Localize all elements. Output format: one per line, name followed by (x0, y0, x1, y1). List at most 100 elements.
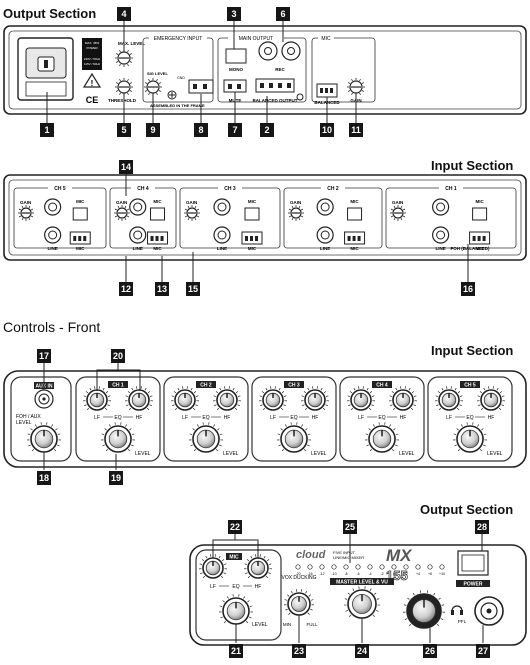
front-channel-label: CH 1 (112, 383, 124, 389)
rear-mic-terminal[interactable] (344, 231, 366, 245)
callout-badge: 9 (146, 123, 160, 137)
vox-ducking-knob[interactable] (284, 589, 314, 616)
rear-line-jack[interactable] (316, 198, 334, 216)
foh-aux-level-knob[interactable] (27, 422, 61, 453)
callout-badge: 24 (355, 644, 369, 658)
front-level-knob[interactable] (277, 422, 311, 453)
front-level-label: LEVEL (399, 451, 415, 457)
rear-line-jack[interactable] (129, 198, 147, 216)
svg-text:13: 13 (157, 284, 167, 294)
front-eq-label: EQ (466, 415, 473, 421)
front-level-knob[interactable] (365, 422, 399, 453)
vu-led (295, 564, 301, 570)
rear-mic-switch[interactable] (72, 207, 88, 221)
rca-rec-right[interactable] (281, 41, 301, 61)
front-channel-label: CH 4 (376, 383, 388, 389)
rear-line-label: LINE (217, 246, 227, 251)
rear-gain-trim-knob[interactable] (184, 205, 200, 221)
rear-mic-terminal-label: MIC (153, 246, 162, 251)
rear-mic-switch[interactable] (244, 207, 260, 221)
svg-text:3: 3 (231, 9, 236, 19)
mic-lf-knob[interactable] (199, 554, 227, 579)
rear-mic-switch[interactable] (347, 207, 363, 221)
svg-text:4: 4 (121, 9, 126, 19)
svg-text:7: 7 (232, 125, 237, 135)
warning-icon: ! (82, 72, 102, 88)
front-level-knob[interactable] (101, 422, 135, 453)
svg-text:5: 5 (121, 125, 126, 135)
power-switch[interactable] (457, 550, 489, 576)
mic-balanced-terminal[interactable] (316, 83, 338, 98)
rear-line-jack-lower[interactable] (316, 226, 334, 244)
mic-gain-trim-knob[interactable] (347, 78, 365, 96)
iec-power-socket[interactable] (17, 37, 74, 101)
rear-line-label: LINE (435, 246, 445, 251)
rear-line-jack-lower[interactable] (213, 226, 231, 244)
max-level-trim-knob[interactable] (115, 49, 133, 67)
model-desc-1: FIVE INPUT (333, 550, 356, 555)
front-hf-label: HF (224, 415, 231, 421)
master-level-knob[interactable] (344, 586, 380, 619)
front-hf-knob[interactable] (213, 386, 241, 411)
rear-gain-trim-knob[interactable] (288, 205, 304, 221)
front-channel-label: CH 3 (288, 383, 300, 389)
front-hf-knob[interactable] (389, 386, 417, 411)
svg-text:115V / 60Hz: 115V / 60Hz (84, 62, 101, 66)
model-desc-2: LINE/MIC MIXER (333, 555, 364, 560)
rear-gain-trim-knob[interactable] (390, 205, 406, 221)
rear-line-jack[interactable] (432, 198, 450, 216)
svg-text:9: 9 (150, 125, 155, 135)
front-lf-knob[interactable] (259, 386, 287, 411)
front-lf-knob[interactable] (171, 386, 199, 411)
rca-rec-left[interactable] (258, 41, 278, 61)
rear-gain-label: GAIN (116, 200, 127, 205)
front-hf-knob[interactable] (477, 386, 505, 411)
aux-in-jack[interactable] (34, 389, 54, 409)
front-level-knob[interactable] (189, 422, 223, 453)
rear-mic-terminal[interactable] (241, 231, 263, 245)
callout-badge: 3 (227, 7, 241, 21)
headphone-jack[interactable] (474, 596, 504, 626)
rear-gain-trim-knob[interactable] (18, 205, 34, 221)
front-lf-knob[interactable] (83, 386, 111, 411)
front-level-label: LEVEL (135, 451, 151, 457)
mute-terminal[interactable] (223, 79, 247, 93)
rear-line-jack-lower[interactable] (44, 226, 62, 244)
emergency-input-terminal[interactable] (188, 79, 214, 94)
rear-mic-terminal[interactable] (469, 231, 491, 245)
rear-gain-trim-knob[interactable] (114, 205, 130, 221)
rear-mic-switch[interactable] (472, 207, 488, 221)
threshold-trim-knob[interactable] (115, 78, 133, 96)
vu-scale-label: -10 (331, 572, 336, 576)
mono-switch[interactable] (225, 48, 247, 64)
front-lf-knob[interactable] (347, 386, 375, 411)
vu-led (367, 564, 373, 570)
mic-level-knob[interactable] (219, 594, 253, 625)
callout-badge: 26 (423, 644, 437, 658)
gnd-label: GND (177, 76, 185, 80)
rear-line-jack[interactable] (44, 198, 62, 216)
rear-line-jack-lower[interactable] (129, 226, 147, 244)
rear-mic-terminal[interactable] (69, 231, 91, 245)
rear-output-panel: MAX. 45W POWER 230V / 50Hz 115V / 60Hz !… (3, 25, 527, 115)
svg-text:19: 19 (111, 473, 121, 483)
headphone-level-knob[interactable] (403, 590, 445, 629)
main-output-label: MAIN OUTPUT (239, 36, 273, 42)
rear-mic-switch[interactable] (150, 207, 166, 221)
rear-line-jack-lower[interactable] (432, 226, 450, 244)
front-hf-knob[interactable] (125, 386, 153, 411)
svg-text:25: 25 (345, 522, 355, 532)
svg-text:21: 21 (231, 646, 241, 656)
balanced-output-terminal[interactable] (255, 78, 295, 93)
front-hf-knob[interactable] (301, 386, 329, 411)
rear-line-jack[interactable] (213, 198, 231, 216)
rear-mic-terminal-label: MIC (350, 246, 359, 251)
front-lf-knob[interactable] (435, 386, 463, 411)
vu-meter (295, 564, 445, 570)
callout-badge: 21 (229, 644, 243, 658)
front-level-knob[interactable] (453, 422, 487, 453)
rear-mic-terminal[interactable] (147, 231, 169, 245)
